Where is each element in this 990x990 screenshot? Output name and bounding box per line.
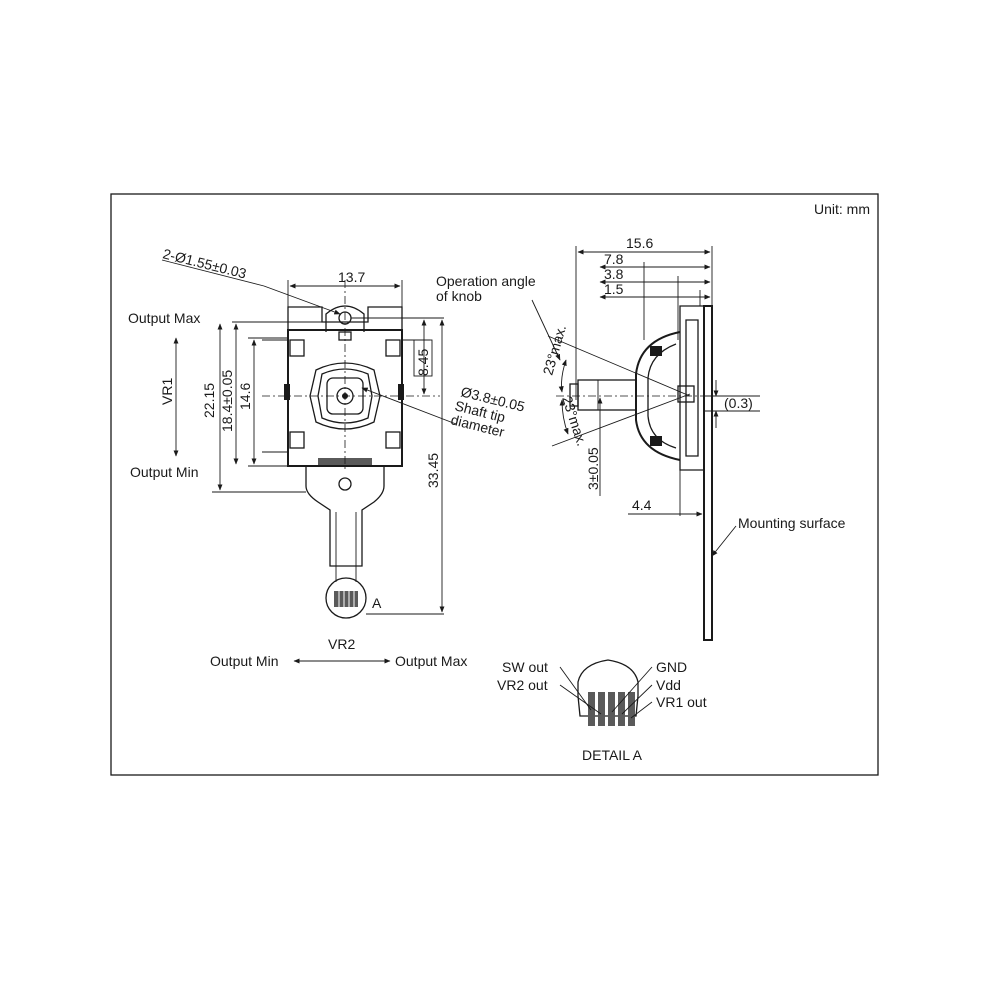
detail-a-pad-5: [628, 692, 635, 726]
detail-a-pad-2: [598, 692, 605, 726]
angle-arc-upper: [558, 359, 567, 393]
dim-18-4-text: 18.4±0.05: [219, 370, 235, 432]
side-housing-inner: [685, 319, 699, 457]
pin-sw-out: SW out: [502, 659, 548, 675]
side-shaft: [577, 379, 637, 411]
dim-15-6-text: 15.6: [626, 235, 653, 251]
pin-vdd: Vdd: [656, 677, 681, 693]
operation-angle-line-1: Operation angle: [436, 273, 536, 289]
unit-label: Unit: mm: [814, 201, 870, 217]
side-housing: [679, 305, 705, 471]
side-dome-clip-bottom: [650, 436, 662, 446]
latch-bl: [289, 431, 305, 449]
front-view: Output Max Output Min VR1: [128, 245, 527, 669]
connector-end: [325, 577, 367, 619]
vr2-output-min: Output Min: [210, 653, 278, 669]
dim-7-8-text: 7.8: [604, 251, 624, 267]
side-shaft-tip: [569, 383, 579, 407]
dim-3-8-text: 3.8: [604, 266, 624, 282]
dim-3-text: 3±0.05: [585, 447, 601, 490]
leader-vdd: [621, 684, 653, 715]
detail-a-pad-4: [618, 692, 625, 726]
latch-tr: [385, 339, 401, 357]
ribbon-tail: [305, 466, 385, 567]
detail-a-marker: A: [372, 595, 382, 611]
dim-4-4-text: 4.4: [632, 497, 652, 513]
leader-vr1-out: [630, 701, 653, 719]
side-dome-inner: [647, 343, 677, 449]
dim-22-15-text: 22.15: [201, 383, 217, 418]
detail-a: SW out VR2 out GND Vdd VR1 out DETAIL A: [497, 659, 707, 763]
tilt-upper: [547, 335, 691, 397]
latch-br: [385, 431, 401, 449]
dim-33-45-text: 33.45: [425, 453, 441, 488]
top-ear: [325, 305, 365, 332]
operation-angle-leader: [531, 299, 561, 361]
angle-upper-text: 23°max.: [540, 323, 570, 377]
side-slot-right: [398, 384, 404, 400]
vr1-label: VR1: [159, 378, 175, 405]
operation-angle-line-2: of knob: [436, 288, 482, 304]
bottom-mount-hole: [338, 477, 352, 491]
hole-callout-leader: [263, 285, 341, 315]
mounting-surface-leader: [711, 525, 737, 557]
dim-14-6-text: 14.6: [237, 383, 253, 410]
latch-tl: [289, 339, 305, 357]
output-min-label: Output Min: [130, 464, 198, 480]
dim-0-3-text: (0.3): [724, 395, 753, 411]
dim-13-7-text: 13.7: [338, 269, 365, 285]
side-dome-clip-top: [650, 346, 662, 356]
dim-1-5-text: 1.5: [604, 281, 624, 297]
side-plate: [703, 305, 713, 641]
knob-outline: [309, 362, 381, 430]
vr2-output-max: Output Max: [395, 653, 467, 669]
detail-a-outline: [577, 659, 639, 717]
dim-8-45-text: 8.45: [415, 349, 431, 376]
leader-vr2-out: [559, 684, 602, 715]
hole-callout-text: 2-Ø1.55±0.03: [161, 245, 248, 281]
hole-callout-underline: [161, 259, 265, 287]
pin-gnd: GND: [656, 659, 687, 675]
detail-a-pad-3: [608, 692, 615, 726]
tilt-lower: [551, 393, 691, 447]
connector-pins: [334, 591, 358, 607]
drawing-frame: [110, 193, 879, 776]
detail-a-title: DETAIL A: [582, 747, 643, 763]
side-slot-left: [284, 384, 290, 400]
knob-inner: [317, 368, 373, 424]
output-max-label: Output Max: [128, 310, 200, 326]
pin-vr1-out: VR1 out: [656, 694, 707, 710]
pin-vr2-out: VR2 out: [497, 677, 548, 693]
shaft-tip-leader: [361, 387, 457, 425]
detail-a-pad-1: [588, 692, 595, 726]
mounting-surface-label: Mounting surface: [738, 515, 846, 531]
leader-gnd: [611, 666, 653, 713]
vr2-label: VR2: [328, 636, 355, 652]
angle-arc-lower: [559, 399, 569, 435]
